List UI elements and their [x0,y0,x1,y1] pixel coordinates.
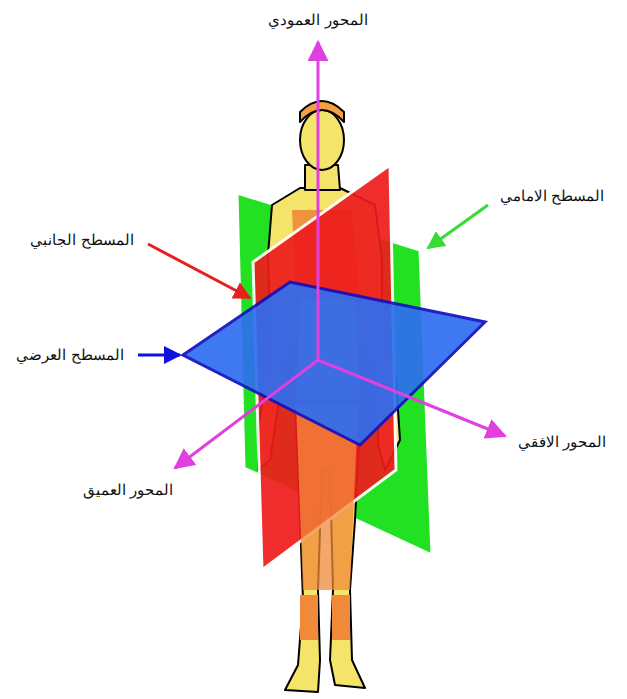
transverse-plane [183,282,485,445]
pointer-arrow [428,205,488,248]
plane-axis-label: المحور العميق [80,481,177,499]
plane-axis-label: المسطح الامامي [497,187,608,205]
plane-axis-label: المسطح الجانبي [27,231,137,249]
plane-axis-label: المحور الافقي [515,433,610,451]
plane-axis-label: المحور العمودي [265,11,371,29]
pointer-arrow [138,354,180,357]
axes [175,42,505,468]
pointer-arrow [148,244,250,298]
plane-axis-label: المسطح العرضي [13,346,127,364]
